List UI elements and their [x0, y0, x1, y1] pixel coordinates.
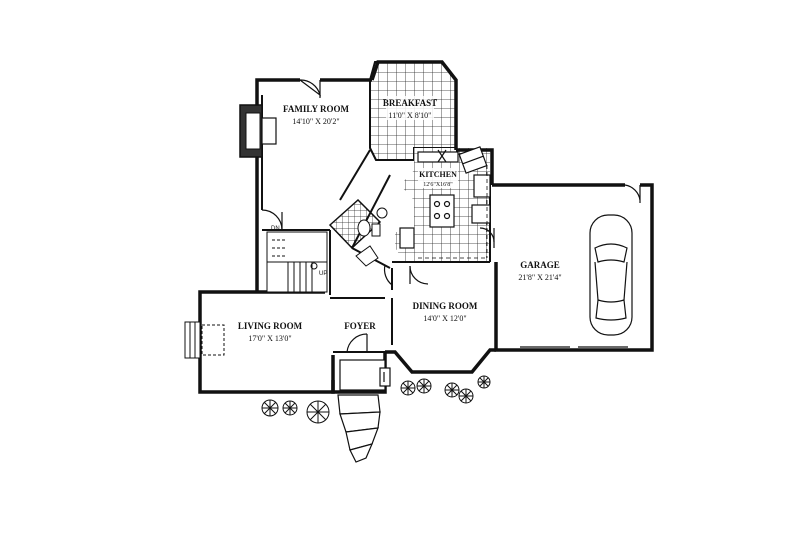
car: [589, 214, 633, 336]
garage-size: 21'8" X 21'4": [518, 273, 561, 282]
kitchen-fixtures: [399, 146, 491, 249]
kitchen-name: KITCHEN: [419, 170, 457, 179]
family-room-name: FAMILY ROOM: [283, 104, 349, 114]
foyer-name: FOYER: [344, 321, 376, 331]
breakfast-size: 11'0" X 8'10": [389, 111, 432, 120]
stair-up-label: UP: [319, 271, 327, 277]
room-labels: FAMILY ROOM 14'10" X 20'2" BREAKFAST 11'…: [238, 96, 562, 343]
dining-room-name: DINING ROOM: [413, 301, 478, 311]
living-room-name: LIVING ROOM: [238, 321, 303, 331]
kitchen-size: 12'6"X16'8": [423, 182, 453, 188]
breakfast-name: BREAKFAST: [383, 98, 437, 108]
counter-edges: [418, 165, 488, 259]
dining-room-size: 14'0" X 12'0": [423, 314, 466, 323]
stair-down-label: DN: [271, 226, 280, 232]
front-porch: [339, 359, 391, 391]
front-steps: [337, 394, 381, 463]
bath-tile-floor: [328, 198, 382, 250]
doors: [261, 79, 641, 353]
landscaping-shrubs: [261, 375, 491, 424]
garage-name: GARAGE: [520, 260, 560, 270]
fireplace: [239, 104, 277, 158]
family-room-size: 14'10" X 20'2": [292, 117, 339, 126]
powder-bath-fixtures: [355, 207, 388, 267]
staircase: [266, 231, 328, 293]
living-room-window: [184, 321, 225, 359]
living-room-size: 17'0" X 13'0": [248, 334, 291, 343]
